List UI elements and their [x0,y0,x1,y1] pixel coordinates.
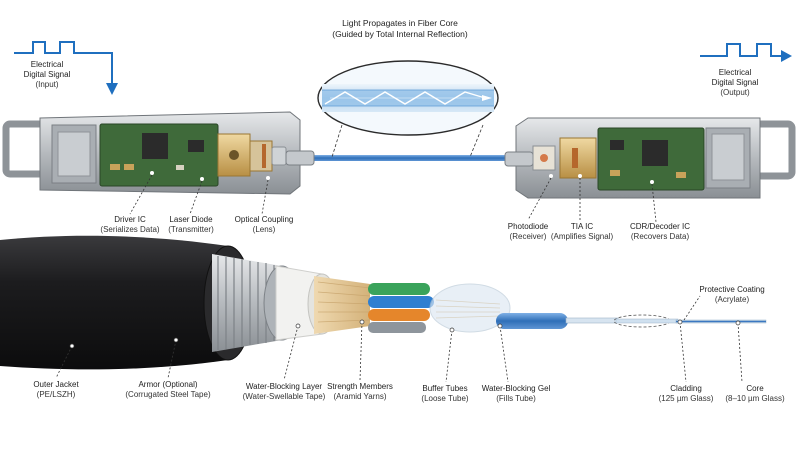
coating-desc: (Acrylate) [714,295,750,304]
cable-cutaway [0,235,767,370]
jacket-desc: (PE/LSZH) [36,390,76,399]
strength-name: Strength Members [327,382,393,391]
transceiver-leaders [129,174,657,223]
gel-desc: (Fills Tube) [496,394,536,403]
label-strength-members: Strength Members (Aramid Yarns) [324,382,396,402]
coupling-desc: (Lens) [252,225,276,234]
label-water-blocking-layer: Water-Blocking Layer (Water-Swellable Ta… [234,382,334,402]
input-line3: (Input) [35,80,59,89]
label-armor: Armor (Optional) (Corrugated Steel Tape) [118,380,218,400]
cdr-ic-marker [650,180,654,184]
buffer-tubes [368,283,434,333]
fiber-link [312,124,517,161]
title-line1: Light Propagates in Fiber Core [342,18,458,28]
core-name: Core [746,384,764,393]
label-laser-diode: Laser Diode (Transmitter) [156,215,226,235]
gel-name: Water-Blocking Gel [481,384,551,393]
input-signal-label: Electrical Digital Signal (Input) [14,60,80,90]
input-signal-waveform [14,41,118,95]
strength-desc: (Aramid Yarns) [333,392,387,401]
armor-name: Armor (Optional) [138,380,198,389]
label-protective-coating: Protective Coating (Acrylate) [690,285,774,305]
driver-desc: (Serializes Data) [100,225,160,234]
laser-diode-marker [200,177,204,181]
cable-leaders [55,295,743,383]
laser-desc: (Transmitter) [168,225,214,234]
blue-fiber-coating [496,313,568,329]
label-buffer-tubes: Buffer Tubes (Loose Tube) [412,384,478,404]
output-line1: Electrical [718,68,752,77]
laser-name: Laser Diode [169,215,213,224]
waterlayer-name: Water-Blocking Layer [245,382,323,391]
latch-handle [2,120,48,178]
buffer-desc: (Loose Tube) [421,394,469,403]
outer-jacket [0,235,228,370]
tia-name: TIA IC [570,222,594,231]
photodiode-name: Photodiode [507,222,549,231]
cladding-name: Cladding [670,384,702,393]
water-blocking-gel [429,283,511,333]
title-line2: (Guided by Total Internal Reflection) [332,29,468,39]
arrow-right-icon [781,50,792,62]
cdr-name: CDR/Decoder IC [629,222,690,231]
coupling-name: Optical Coupling [234,215,294,224]
diagram-title: Light Propagates in Fiber Core (Guided b… [300,18,500,40]
buffer-name: Buffer Tubes [422,384,468,393]
input-line2: Digital Signal [23,70,71,79]
leader-markers [69,319,741,349]
output-line2: Digital Signal [711,78,759,87]
label-outer-jacket: Outer Jacket (PE/LSZH) [24,380,88,400]
cdr-ic-chip [642,140,668,166]
core-desc: (8–10 µm Glass) [725,394,785,403]
label-optical-coupling: Optical Coupling (Lens) [226,215,302,235]
arrow-down-icon [106,83,118,95]
label-cladding: Cladding (125 µm Glass) [650,384,722,404]
coating-name: Protective Coating [699,285,765,294]
output-signal-label: Electrical Digital Signal (Output) [702,68,768,98]
output-signal-waveform [700,43,792,62]
output-line3: (Output) [720,88,750,97]
armor-desc: (Corrugated Steel Tape) [125,390,211,399]
waterlayer-desc: (Water-Swellable Tape) [242,392,326,401]
label-photodiode: Photodiode (Receiver) [492,222,564,242]
photodiode-desc: (Receiver) [509,232,547,241]
jacket-name: Outer Jacket [33,380,79,389]
label-water-blocking-gel: Water-Blocking Gel (Fills Tube) [474,384,558,404]
receiver-module [504,117,796,199]
label-core: Core (8–10 µm Glass) [720,384,790,404]
label-tia-ic: TIA IC (Amplifies Signal) [546,222,618,242]
label-driver-ic: Driver IC (Serializes Data) [88,215,172,235]
aramid-yarns [314,276,370,334]
transmitter-module [2,111,315,195]
driver-ic-chip [142,133,168,159]
core-magnifier [317,60,499,136]
tia-desc: (Amplifies Signal) [550,232,614,241]
armor-layer [212,254,282,352]
label-cdr-ic: CDR/Decoder IC (Recovers Data) [620,222,700,242]
input-line1: Electrical [30,60,64,69]
cdr-desc: (Recovers Data) [630,232,690,241]
cladding-desc: (125 µm Glass) [658,394,714,403]
driver-name: Driver IC [114,215,146,224]
driver-ic-marker [150,171,154,175]
